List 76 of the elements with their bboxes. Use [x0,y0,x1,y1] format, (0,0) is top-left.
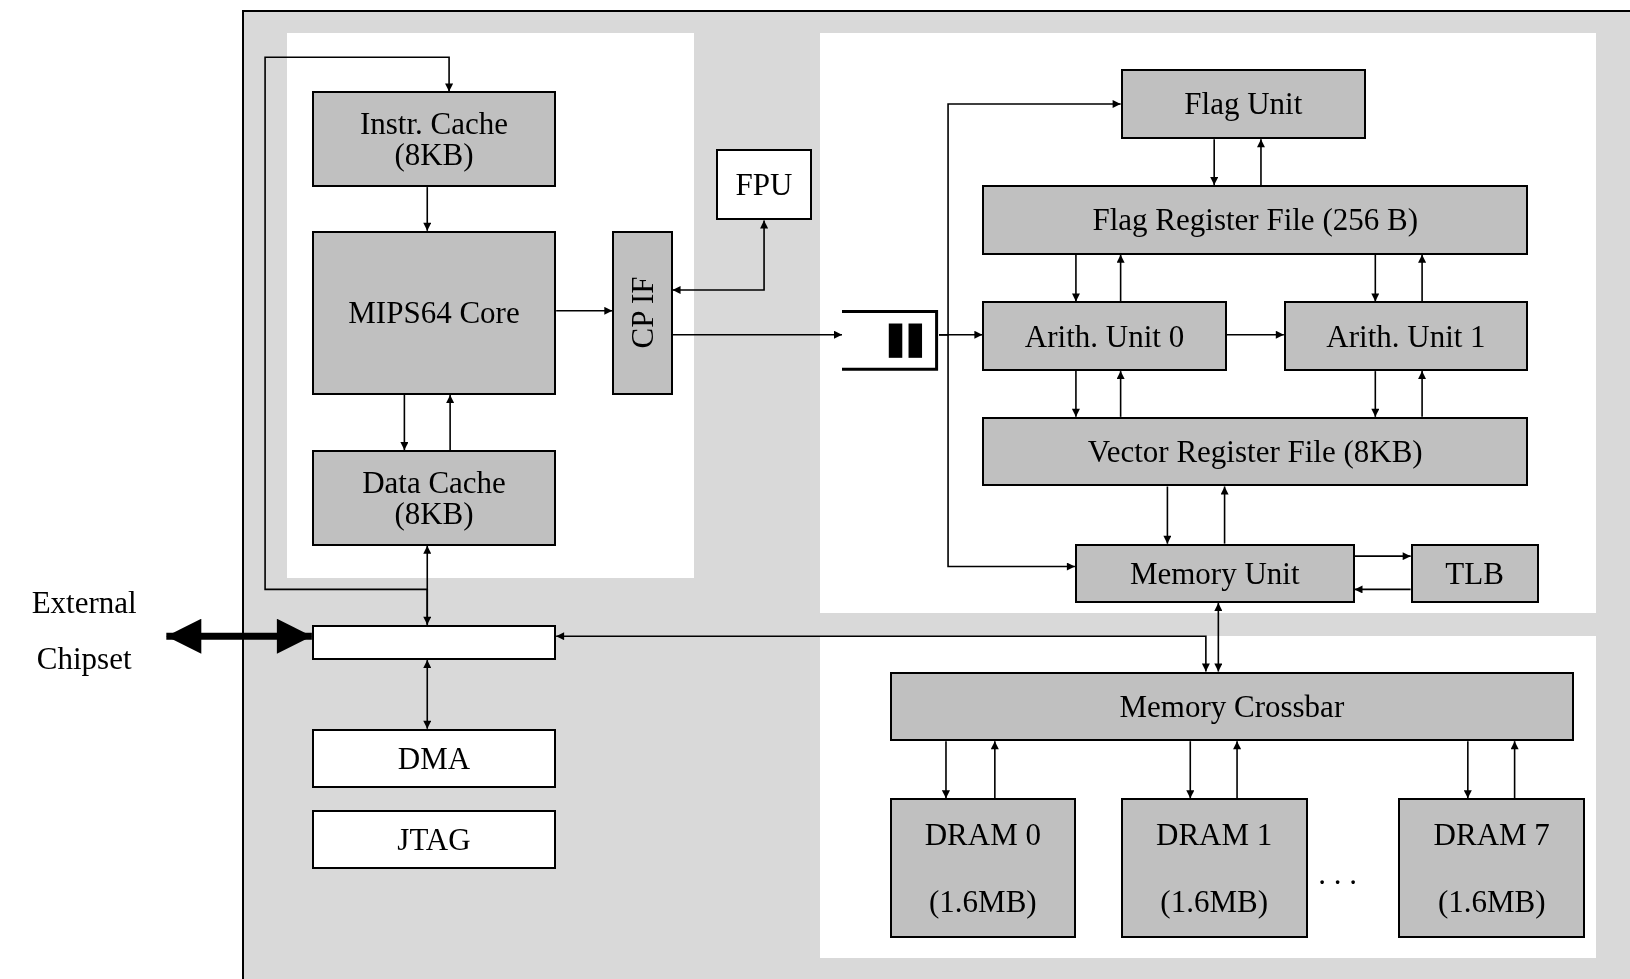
arrow [423,186,432,232]
unit-box [716,148,812,221]
arrow [1371,253,1380,303]
box-label: Memory Unit [1129,557,1300,589]
bus-bar [311,624,557,661]
box-label: (1.6MB) [929,886,1037,918]
arrow [446,394,455,451]
arrow [1214,602,1223,673]
arrow [671,330,843,339]
arrow [1463,740,1472,800]
arrow [423,659,432,730]
unit-box [1120,68,1366,140]
arrow [1163,485,1172,545]
queue-symbol [842,309,939,372]
unit-box [1398,798,1586,938]
unit-box [982,416,1529,487]
box-label: DMA [397,742,471,774]
arrow [166,618,312,654]
box-label: DRAM 1 [1156,818,1273,850]
unit-box [311,91,557,188]
arrow [1353,552,1412,561]
box-label: MIPS64 Core [347,297,521,329]
port-label: External Chipset [30,584,138,678]
box-label: (1.6MB) [1160,886,1268,918]
box-label: Arith. Unit 1 [1326,320,1486,352]
arrow [1186,740,1195,800]
box-label: FPU [735,169,793,200]
arrow [1071,253,1080,303]
box-label: Data Cache (8KB) [361,466,507,529]
arrow [671,219,769,295]
unit-box [1410,543,1539,603]
unit-box [311,450,557,546]
unit-box [311,728,557,788]
arrow [555,632,1210,673]
arrow [1116,253,1125,303]
box-label: Flag Unit [1184,88,1303,120]
arrow [1116,370,1125,418]
arrow [1233,740,1242,800]
unit-box [982,185,1529,255]
arrow [1220,485,1229,545]
arrow [264,56,454,626]
box-label: Flag Register File (256 B) [1092,204,1418,236]
box-label: CP IF [626,276,658,349]
arrow [937,333,1076,571]
arrow [1353,585,1412,594]
arrow [555,306,614,315]
box-label: (1.6MB) [1437,886,1546,918]
unit-box [982,301,1227,372]
arrow [1510,740,1519,800]
box-label: JTAG [397,823,471,855]
unit-box [1283,301,1529,372]
unit-box [612,230,673,395]
box-label: Memory Crossbar [1119,690,1345,722]
box-label: Arith. Unit 0 [1024,320,1185,352]
box-label: TLB [1445,557,1504,589]
box-label: Instr. Cache (8KB) [358,108,510,171]
arrow [400,394,409,451]
arrow [1418,253,1427,303]
ellipsis-label: . . . [1318,857,1357,889]
box-label: Vector Register File (8KB) [1087,436,1423,468]
arrow [1371,370,1380,418]
unit-box [1074,543,1355,603]
arrow [942,740,950,800]
unit-box [311,230,557,395]
unit-box [889,798,1076,938]
arrow [990,740,999,800]
arrow [1210,138,1219,186]
arrow [1225,330,1285,339]
box-label: DRAM 7 [1433,818,1550,850]
arrow [1071,370,1080,418]
unit-box [311,809,557,870]
arrow [1418,370,1427,418]
unit-box [889,671,1574,742]
arrow [1256,138,1265,186]
box-label: DRAM 0 [924,818,1041,850]
unit-box [1120,798,1308,938]
